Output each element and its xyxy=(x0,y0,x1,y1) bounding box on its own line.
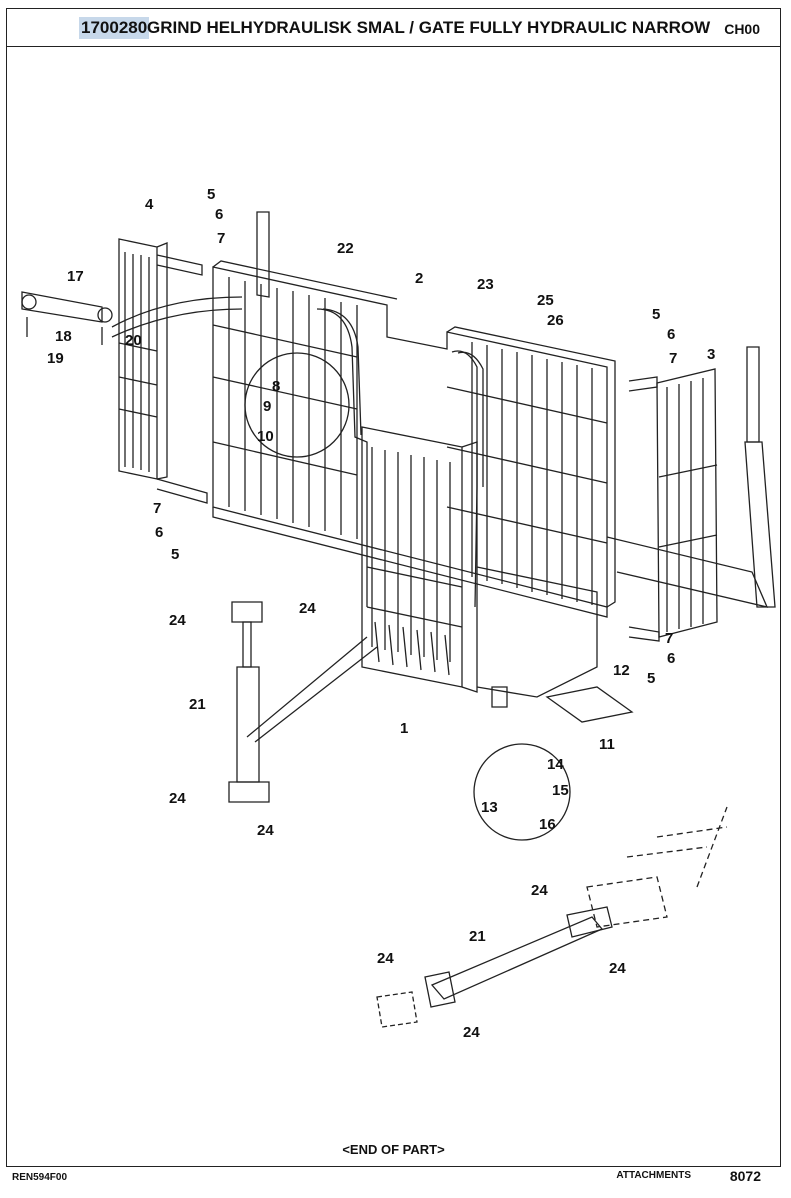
callout-19: 19 xyxy=(47,350,64,367)
callout-24-a: 24 xyxy=(169,612,186,629)
callout-24-c: 24 xyxy=(169,790,186,807)
callout-labels: 4 5 6 7 22 2 23 25 26 5 6 7 3 17 18 19 2… xyxy=(47,186,715,1041)
callout-7-right: 7 xyxy=(669,350,677,367)
callout-1: 1 xyxy=(400,720,408,737)
callout-2: 2 xyxy=(415,270,423,287)
callout-24-h: 24 xyxy=(463,1024,480,1041)
callout-25: 25 xyxy=(537,292,554,309)
callout-24-e: 24 xyxy=(531,882,548,899)
callout-6-right: 6 xyxy=(667,326,675,343)
detail-circle-upper xyxy=(244,352,350,458)
callout-24-b: 24 xyxy=(299,600,316,617)
right-post xyxy=(606,346,776,608)
callout-5-lower: 5 xyxy=(647,670,655,687)
callout-13: 13 xyxy=(481,799,498,816)
hydraulic-cylinder-horizontal xyxy=(376,806,728,1028)
hydraulic-cylinder-vertical xyxy=(228,601,378,803)
callout-7-lower: 7 xyxy=(665,630,673,647)
page-number: 8072 xyxy=(729,1168,761,1184)
main-gate-frame xyxy=(212,211,616,618)
callout-12: 12 xyxy=(613,662,630,679)
part-number[interactable]: 1700280 xyxy=(79,17,150,39)
cover-plate xyxy=(545,686,634,723)
callout-22: 22 xyxy=(337,240,354,257)
callout-26: 26 xyxy=(547,312,564,329)
callout-6-left: 6 xyxy=(155,524,163,541)
callout-21-b: 21 xyxy=(469,928,486,945)
callout-3: 3 xyxy=(707,346,715,363)
detail-circle-lower xyxy=(473,743,571,841)
callout-6: 6 xyxy=(215,206,223,223)
callout-11: 11 xyxy=(599,736,615,753)
callout-10: 10 xyxy=(257,428,274,445)
callout-17: 17 xyxy=(67,268,84,285)
callout-20: 20 xyxy=(125,332,142,349)
callout-24-f: 24 xyxy=(377,950,394,967)
callout-15: 15 xyxy=(552,782,569,799)
left-side-panel xyxy=(118,238,208,504)
callout-5-right: 5 xyxy=(652,306,660,323)
callout-24-d: 24 xyxy=(257,822,274,839)
page-title: GRIND HELHYDRAULISK SMAL / GATE FULLY HY… xyxy=(147,18,711,37)
section-name: ATTACHMENTS xyxy=(616,1170,691,1181)
right-side-panel xyxy=(628,368,718,642)
callout-14: 14 xyxy=(547,756,564,773)
drawing-lines xyxy=(21,211,776,1028)
drawing-reference: REN594F00 xyxy=(12,1172,68,1183)
callout-4: 4 xyxy=(145,196,154,213)
hydraulic-pipes xyxy=(316,308,484,608)
callout-24-g: 24 xyxy=(609,960,626,977)
callout-23: 23 xyxy=(477,276,494,293)
callout-18: 18 xyxy=(55,328,72,345)
exploded-view-drawing: 4 5 6 7 22 2 23 25 26 5 6 7 3 17 18 19 2… xyxy=(21,186,776,1041)
end-of-part-marker: <END OF PART> xyxy=(342,1142,445,1157)
callout-7: 7 xyxy=(217,230,225,247)
callout-16: 16 xyxy=(539,816,556,833)
callout-6-lower: 6 xyxy=(667,650,675,667)
page-frame: 1700280 GRIND HELHYDRAULISK SMAL / GATE … xyxy=(6,8,781,1167)
callout-5: 5 xyxy=(207,186,215,203)
callout-5-left: 5 xyxy=(171,546,179,563)
callout-8: 8 xyxy=(272,378,280,395)
hydraulic-cylinder-17 xyxy=(21,291,243,345)
centre-gate-body xyxy=(361,426,598,708)
header: 1700280 GRIND HELHYDRAULISK SMAL / GATE … xyxy=(7,9,780,47)
parts-diagram: 4 5 6 7 22 2 23 25 26 5 6 7 3 17 18 19 2… xyxy=(7,47,780,1127)
callout-21-a: 21 xyxy=(189,696,206,713)
callout-7-left: 7 xyxy=(153,500,161,517)
section-code: CH00 xyxy=(724,21,760,37)
callout-9: 9 xyxy=(263,398,271,415)
